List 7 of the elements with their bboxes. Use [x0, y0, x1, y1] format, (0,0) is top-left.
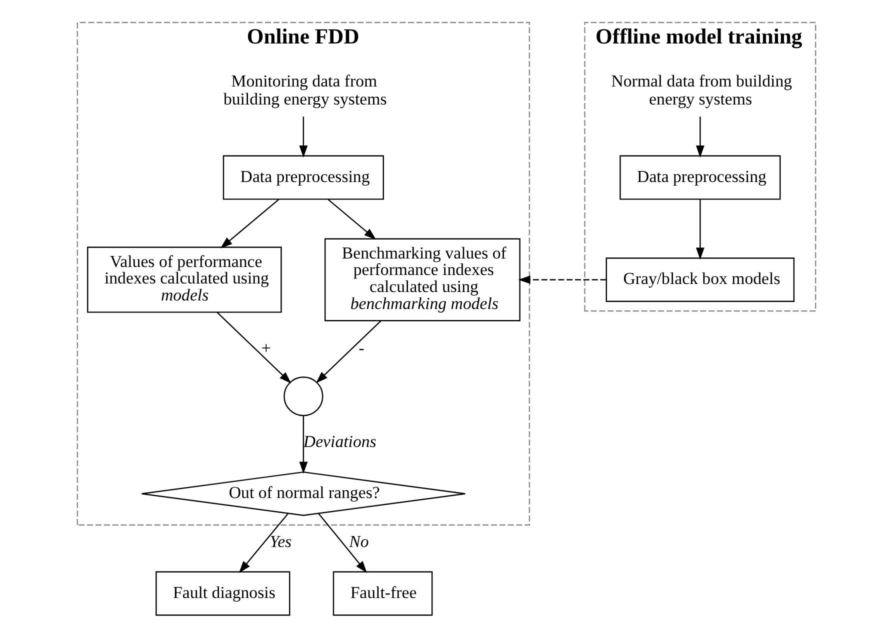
edge-label: No [348, 532, 368, 551]
edge-label: - [358, 338, 364, 358]
edge-label: + [260, 338, 270, 358]
edge-label: Yes [269, 532, 292, 551]
node-text: Monitoring data from building energy systems [222, 71, 386, 108]
edge-label: Deviations [302, 432, 376, 452]
node-text: Normal data from building energy systems [610, 71, 792, 108]
